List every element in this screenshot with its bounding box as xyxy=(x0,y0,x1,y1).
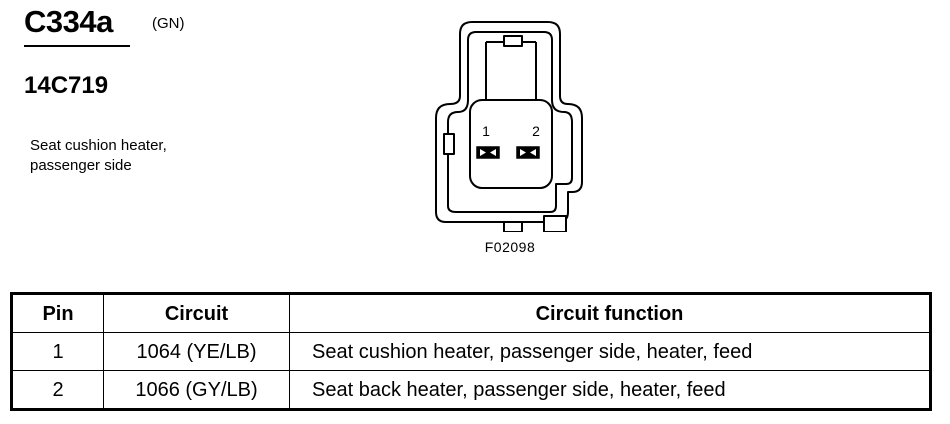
pin-label-2: 2 xyxy=(532,123,540,139)
cell-circuit-function: Seat back heater, passenger side, heater… xyxy=(289,370,931,410)
part-number: 14C719 xyxy=(24,72,109,99)
header-pin: Pin xyxy=(11,293,104,333)
connector-face-diagram: 1 2 xyxy=(435,21,583,232)
description-line-1: Seat cushion heater, xyxy=(30,137,167,154)
connector-inner-cavity xyxy=(447,31,573,213)
pin-label-1: 1 xyxy=(482,123,490,139)
connector-color-code: (GN) xyxy=(152,15,185,32)
pinout-table: Pin Circuit Circuit function 1 1064 (YE/… xyxy=(10,292,932,411)
connector-description: Seat cushion heater, passenger side xyxy=(30,136,250,176)
table-row: 2 1066 (GY/LB) Seat back heater, passeng… xyxy=(11,370,931,410)
terminal-2 xyxy=(516,146,540,159)
cell-circuit: 1064 (YE/LB) xyxy=(103,332,290,371)
bottom-key-small xyxy=(503,221,523,232)
locking-tab-slot xyxy=(503,35,523,47)
cell-pin: 1 xyxy=(11,332,104,371)
connector-outer-shell xyxy=(435,21,583,223)
table-row: 1 1064 (YE/LB) Seat cushion heater, pass… xyxy=(11,332,931,371)
title-underline xyxy=(24,45,130,47)
cell-circuit-function: Seat cushion heater, passenger side, hea… xyxy=(289,332,931,371)
table-header-row: Pin Circuit Circuit function xyxy=(11,293,931,333)
header-circuit: Circuit xyxy=(103,293,290,333)
cell-pin: 2 xyxy=(11,370,104,410)
description-line-2: passenger side xyxy=(30,157,132,174)
header-circuit-function: Circuit function xyxy=(289,293,931,333)
figure-id: F02098 xyxy=(484,239,536,255)
bottom-key-large xyxy=(543,215,567,232)
connector-inner-housing xyxy=(469,99,553,189)
locking-tab xyxy=(485,41,537,100)
cell-circuit: 1066 (GY/LB) xyxy=(103,370,290,410)
terminal-1 xyxy=(476,146,500,159)
connector-id: C334a xyxy=(24,4,113,39)
side-notch xyxy=(443,133,455,155)
